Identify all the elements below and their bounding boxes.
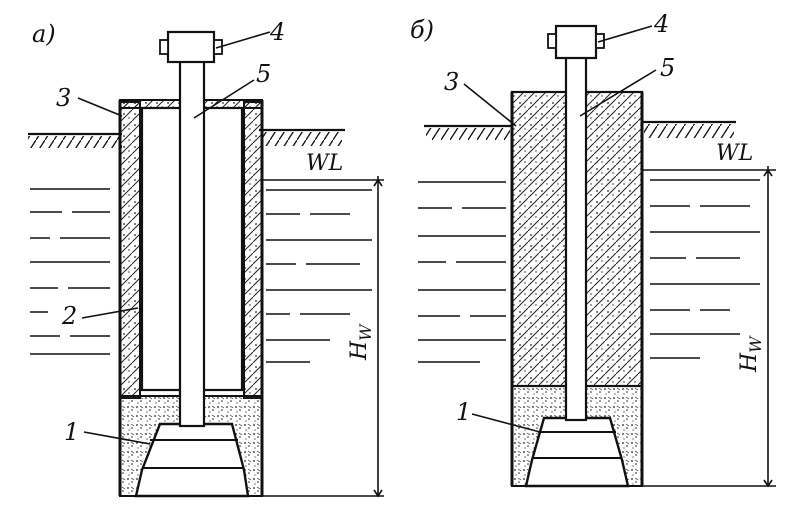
label-1-b: 1 (456, 398, 471, 426)
label-5-b: 5 (660, 54, 675, 82)
panel-letter-b: б) (410, 16, 434, 44)
rod-a (178, 58, 206, 428)
head-block-a (166, 30, 216, 64)
rod-b (564, 54, 588, 422)
ground-hatch-right-a (262, 132, 342, 146)
hw-arrow-top-b (763, 168, 773, 177)
height-sub-b: W (746, 335, 765, 353)
water-level-label-b: WL (716, 141, 753, 166)
label-4-a: 4 (269, 18, 285, 46)
leader-1-b (471, 413, 541, 433)
water-dashes-right-a (266, 189, 372, 363)
hw-arrow-top-a (373, 178, 383, 187)
head-lug-left-a (159, 39, 169, 55)
leader-4-a (215, 31, 271, 49)
leader-3-a (77, 97, 123, 117)
panel-letter-a: а) (32, 20, 56, 48)
hw-arrow-bottom-b (763, 479, 773, 488)
base-shoe-b (524, 416, 630, 488)
label-1-a: 1 (64, 418, 79, 446)
label-5-a: 5 (256, 60, 271, 88)
leader-2-a (81, 307, 139, 319)
label-3-b: 3 (444, 68, 459, 96)
panel-a: а) 3 4 5 2 1 WL HW (28, 18, 384, 498)
water-dashes-left-b (418, 181, 506, 363)
caisson-wall-left-a (119, 101, 141, 399)
height-label-b: HW (737, 335, 765, 373)
leader-3-b (463, 83, 517, 127)
base-shoe-a (134, 422, 250, 498)
height-sub-a: W (356, 323, 375, 341)
water-dashes-left-a (30, 188, 110, 355)
hw-arrow-bottom-a (373, 489, 383, 498)
head-lug-left-b (547, 33, 557, 49)
label-2-a: 2 (61, 302, 77, 330)
leader-5-b (579, 69, 657, 117)
label-4-b: 4 (653, 10, 669, 38)
panel-b: б) 3 4 5 1 WL HW (410, 10, 776, 488)
leader-4-b (597, 25, 653, 43)
leader-1-a (83, 431, 151, 445)
head-block-b (554, 24, 598, 60)
ground-hatch-right-b (644, 124, 734, 138)
height-label-a: HW (347, 323, 375, 361)
leader-5-a (193, 79, 255, 119)
ground-hatch-left-b (426, 128, 510, 140)
label-3-a: 3 (56, 84, 71, 112)
water-level-label-a: WL (306, 151, 343, 176)
water-dashes-right-b (650, 179, 760, 359)
ground-hatch-left-a (28, 136, 122, 148)
caisson-wall-right-a (243, 101, 263, 399)
